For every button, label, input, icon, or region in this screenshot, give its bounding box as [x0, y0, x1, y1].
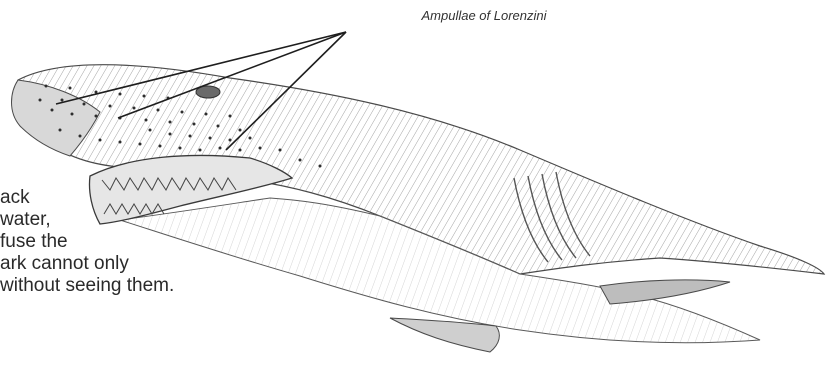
rear-fin — [600, 280, 730, 304]
callout-label: Ampullae of Lorenzini — [421, 8, 546, 23]
